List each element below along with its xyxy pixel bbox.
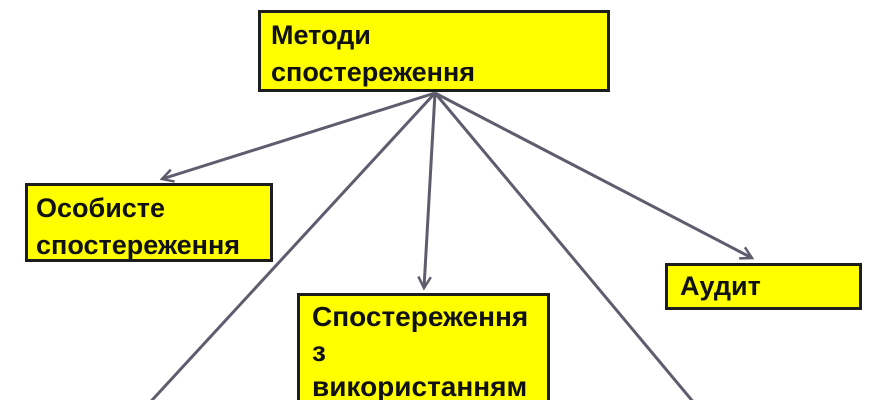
edge-methods-to-bottom-left bbox=[150, 91, 437, 400]
edge-methods-to-personal bbox=[162, 91, 436, 179]
node-device-line-3: використанням bbox=[312, 371, 528, 400]
node-methods: Методи спостереження bbox=[258, 10, 610, 92]
node-observation-with-use: Спостереження з використанням bbox=[297, 293, 550, 400]
node-methods-line-2: спостереження bbox=[271, 57, 476, 87]
node-personal-line-1: Особисте bbox=[36, 193, 166, 223]
edge-methods-to-observation-device bbox=[424, 92, 437, 288]
node-personal-line-2: спостереження bbox=[36, 230, 241, 260]
node-audit: Аудит bbox=[665, 263, 862, 310]
node-methods-line-1: Методи bbox=[271, 20, 371, 50]
edge-methods-to-bottom-right bbox=[433, 92, 694, 400]
node-personal-observation: Особисте спостереження bbox=[25, 183, 273, 262]
edge-methods-to-audit bbox=[434, 91, 752, 258]
node-device-line-2: з bbox=[312, 336, 326, 367]
node-device-line-1: Спостереження bbox=[312, 301, 529, 332]
node-audit-line-1: Аудит bbox=[680, 271, 761, 301]
